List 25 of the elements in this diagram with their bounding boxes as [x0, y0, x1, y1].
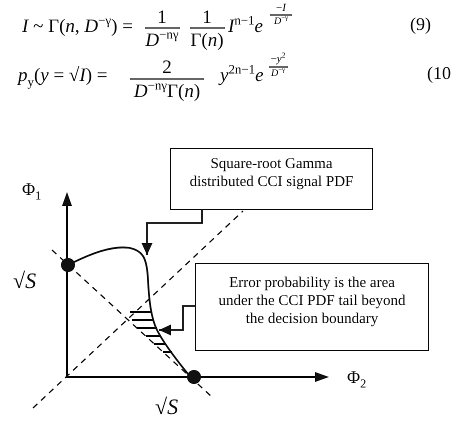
callout-text: Square-root Gamma distributed CCI signal PDF [188, 155, 354, 191]
axis-value-label: √S [155, 396, 178, 418]
callout-arrow [142, 210, 203, 255]
exponent-denominator: D$^{−γ}$ [270, 69, 286, 79]
equation-number: (9) [410, 15, 431, 33]
equation-number: (10 [427, 64, 451, 82]
fraction-denominator: Γ(n) [190, 31, 224, 50]
axis-label: Φ$_{1}$ [22, 180, 42, 198]
equation-text: y$^{2n−1}$e [220, 66, 264, 85]
equation-text: I$^{n−1}$e [228, 17, 263, 36]
equation-text: I ~ Γ(n, D$^{−γ}$) = [22, 17, 133, 36]
fraction-numerator: 1 [157, 8, 167, 27]
callout-box [195, 263, 429, 351]
axis-value-label: √S [13, 270, 36, 292]
callout-text: Error probability is the area under the CCI PDF tail beyond the decision boundary [217, 274, 407, 328]
callout-box [170, 148, 373, 210]
fraction-numerator: 1 [202, 8, 212, 27]
fraction-denominator: D$^{−nγ}$ [145, 31, 179, 50]
axis-label: Φ$_{2}$ [347, 368, 366, 386]
fraction-numerator: 2 [162, 58, 172, 77]
exponent-numerator: −y$^{2}$ [270, 54, 286, 65]
exponent-denominator: D$^{−γ}$ [274, 17, 288, 27]
callout-arrow [159, 305, 195, 336]
fraction-denominator: D$^{−nγ}$Γ(n) [134, 82, 200, 101]
exponent-numerator: −I [276, 3, 286, 14]
